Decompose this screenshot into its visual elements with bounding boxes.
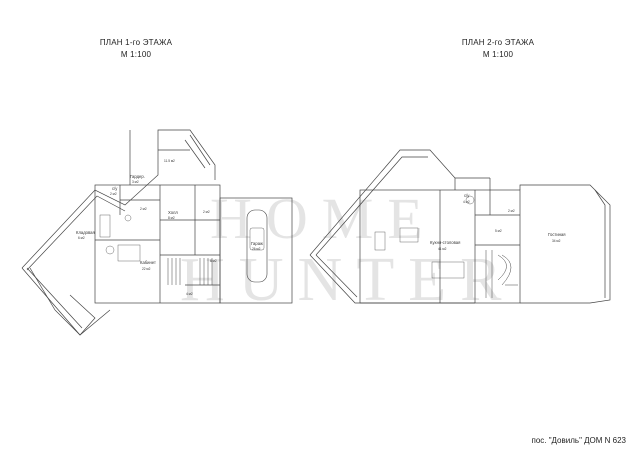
plan2-title: ПЛАН 2-го ЭТАЖА [461, 38, 535, 47]
living-label: Гостиная [548, 232, 566, 237]
closet-area: 2 м2 [140, 207, 147, 211]
garderob-area: 3 м2 [132, 180, 139, 184]
plan2-title-block: ПЛАН 2-го ЭТАЖА М 1:100 [428, 37, 568, 61]
hall-label: Холл [168, 210, 178, 215]
su-area: 2 м2 [110, 192, 117, 196]
plan1-scale: М 1:100 [120, 50, 152, 59]
stair-area: 4 м2 [186, 292, 193, 296]
watermark: HOME [210, 185, 437, 252]
floor2-plan [309, 149, 611, 304]
floor2-labels: с/у 4 м2 2 м2 Кухня-столовая 41 м2 5 м2 … [430, 193, 566, 251]
office-label: Кабинет [140, 260, 156, 265]
floor1-plan [21, 129, 293, 336]
pantry-label: Кладовая [76, 230, 95, 235]
closet2-area: 2 м2 [508, 209, 515, 213]
pantry-area: 6 м2 [78, 236, 85, 240]
watermark-line1: HOME [210, 186, 437, 251]
kitchen-area: 41 м2 [438, 247, 447, 251]
garage-label: Гараж [251, 241, 263, 246]
floor1-labels: 11.5 м2 с/у 2 м2 Гардер. 3 м2 2 м2 Кладо… [76, 159, 263, 296]
su-label: с/у [112, 186, 118, 191]
su2-label: с/у [464, 193, 470, 198]
su2-area: 4 м2 [463, 200, 470, 204]
kitchen-label: Кухня-столовая [430, 240, 460, 245]
plan2-scale: М 1:100 [482, 50, 514, 59]
office-area: 22 м2 [142, 267, 151, 271]
garage-area: 26 м2 [252, 247, 261, 251]
living-area: 34 м2 [552, 239, 561, 243]
corridor2-area: 6 м2 [210, 259, 217, 263]
sauna-area: 11.5 м2 [164, 159, 175, 163]
corridor1-area: 2 м2 [203, 210, 210, 214]
garderob-label: Гардер. [130, 174, 145, 179]
landing-area: 5 м2 [495, 229, 502, 233]
plan1-title-block: ПЛАН 1-го ЭТАЖА М 1:100 [66, 37, 206, 61]
plan1-title: ПЛАН 1-го ЭТАЖА [99, 38, 173, 47]
hall-area: 8 м2 [168, 216, 175, 220]
footer-caption: пос. "Довиль" ДОМ N 623 [531, 436, 626, 445]
